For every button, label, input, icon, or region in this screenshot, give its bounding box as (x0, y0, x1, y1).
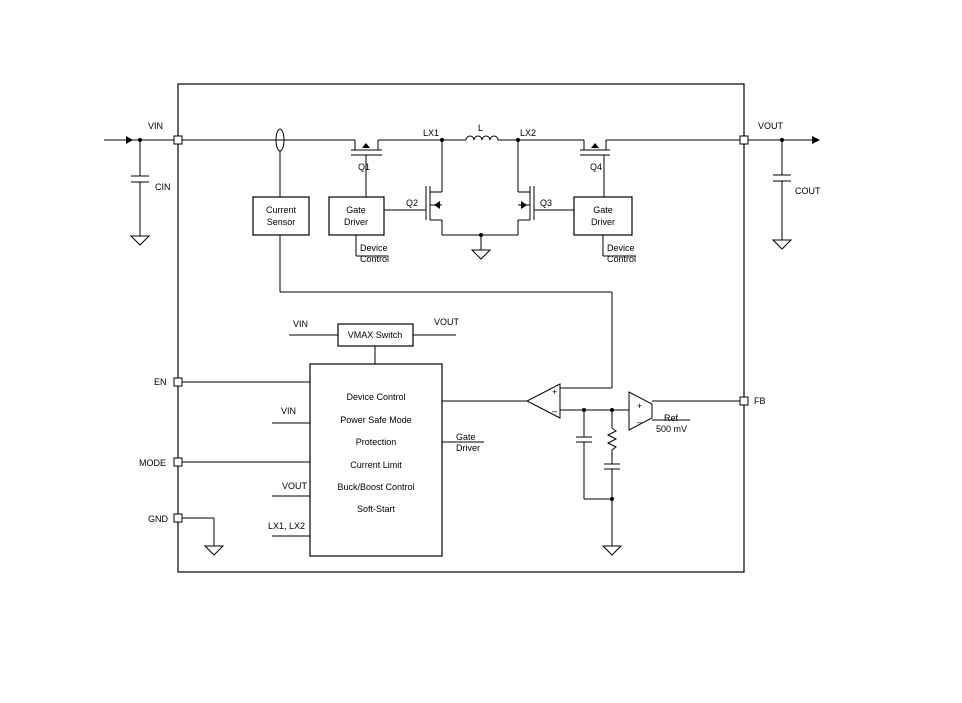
mode-pin-group: MODE (139, 457, 310, 468)
ground-icon (203, 545, 225, 556)
vin-input: VIN (104, 121, 183, 145)
gate-driver-out-line2: Driver (456, 443, 480, 453)
ground-icon (601, 545, 623, 556)
error-amplifier: + – (525, 383, 561, 419)
vout-output: VOUT (739, 121, 820, 145)
q4-transistor: Q4 (580, 140, 610, 197)
gate-driver-left-line1: Gate (346, 205, 366, 215)
compensation-network (576, 410, 623, 556)
gnd-label: GND (148, 514, 169, 524)
cout-capacitor: COUT (771, 140, 821, 250)
ctrl-vin-label: VIN (281, 406, 296, 416)
reference-amplifier: + – Ref 500 mV (628, 391, 740, 434)
device-control-left-line1: Device (360, 243, 388, 253)
gnd-pin-group: GND (148, 513, 225, 556)
ref-value: 500 mV (656, 424, 687, 434)
q1-transistor: Q1 (351, 140, 382, 197)
current-sensor-line1: Current (266, 205, 297, 215)
q4-label: Q4 (590, 162, 602, 172)
cout-label: COUT (795, 186, 821, 196)
error-amp-minus: – (552, 406, 557, 416)
q1-label: Q1 (358, 162, 370, 172)
en-pin (173, 377, 183, 387)
gate-driver-right-line1: Gate (593, 205, 613, 215)
ref-label: Ref (664, 413, 679, 423)
cin-label: CIN (155, 182, 171, 192)
lx1-label: LX1 (423, 128, 439, 138)
gnd-pin (173, 513, 183, 523)
vmax-vout-label: VOUT (434, 317, 460, 327)
vmax-switch-block: VMAX Switch (337, 323, 414, 347)
ic-boundary (177, 83, 745, 573)
device-control-right-line1: Device (607, 243, 635, 253)
control-buck-boost: Buck/Boost Control (337, 482, 414, 492)
control-soft-start: Soft-Start (357, 504, 396, 514)
vmax-switch-label: VMAX Switch (348, 330, 403, 340)
mode-label: MODE (139, 458, 166, 468)
control-block: Device Control Power Safe Mode Protectio… (309, 363, 443, 557)
device-control-left-line2: Control (360, 254, 389, 264)
en-label: EN (154, 377, 167, 387)
error-amp-plus: + (552, 387, 557, 397)
vin-pin (173, 135, 183, 145)
control-protection: Protection (356, 437, 397, 447)
ref-amp-minus: – (637, 417, 642, 427)
ctrl-lx-label: LX1, LX2 (268, 521, 305, 531)
fb-pin-group: FB (739, 396, 766, 406)
control-device-control: Device Control (346, 392, 405, 402)
mode-pin (173, 457, 183, 467)
ground-icon (771, 239, 793, 250)
q2-label: Q2 (406, 198, 418, 208)
gate-driver-right-line2: Driver (591, 217, 615, 227)
cin-capacitor: CIN (129, 140, 171, 246)
q3-label: Q3 (540, 198, 552, 208)
gate-driver-left-line2: Driver (344, 217, 368, 227)
fb-pin (739, 396, 749, 406)
inductor-symbol (465, 135, 499, 141)
vout-pin (739, 135, 749, 145)
q2-transistor: Q2 (406, 140, 443, 235)
current-sensor-line2: Sensor (267, 217, 296, 227)
device-control-right-line2: Control (607, 254, 636, 264)
gate-driver-left-block: Gate Driver (328, 196, 385, 236)
ref-amp-plus: + (637, 401, 642, 411)
current-sensor-block: Current Sensor (252, 196, 310, 236)
vout-label: VOUT (758, 121, 784, 131)
ground-icon (129, 235, 151, 246)
en-pin-group: EN (154, 377, 310, 387)
q3-transistor: Q3 (517, 140, 552, 235)
vmax-vin-label: VIN (293, 319, 308, 329)
inductor-label: L (478, 123, 483, 133)
vin-label: VIN (148, 121, 163, 131)
fb-label: FB (754, 396, 766, 406)
control-power-safe-mode: Power Safe Mode (340, 415, 412, 425)
lx2-label: LX2 (520, 128, 536, 138)
ground-icon (470, 249, 492, 260)
gate-driver-right-block: Gate Driver (573, 196, 633, 236)
control-current-limit: Current Limit (350, 460, 402, 470)
ctrl-vout-label: VOUT (282, 481, 308, 491)
gate-driver-out-line1: Gate (456, 432, 476, 442)
